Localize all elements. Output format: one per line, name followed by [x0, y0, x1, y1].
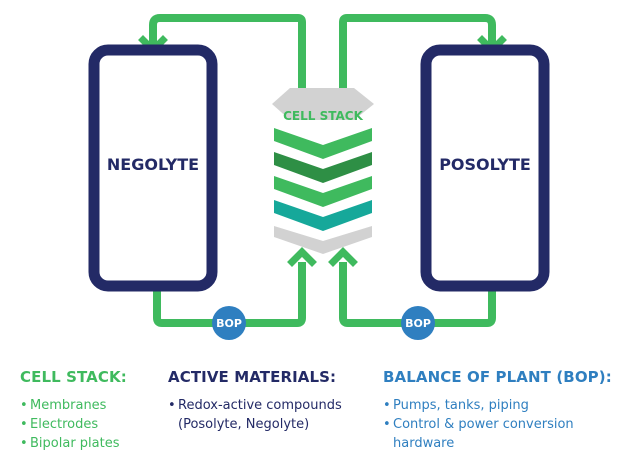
list-item: Membranes: [20, 396, 155, 415]
pipe-left-top: [149, 14, 306, 106]
list-item: Electrodes: [20, 415, 155, 434]
legend-active-materials: ACTIVE MATERIALS: Redox-active compounds…: [168, 368, 368, 434]
list-item: Control & power conversion hardware: [383, 415, 638, 453]
legend-cell-stack-title: CELL STACK:: [20, 368, 127, 386]
arrow-up-right-icon: [328, 247, 358, 267]
cell-stack: CELL STACK: [272, 88, 374, 254]
stack-layer-4: [274, 200, 372, 231]
bop-badge-left: BOP: [212, 306, 246, 340]
posolyte-tank: [420, 44, 550, 292]
legend-cell-stack-list: Membranes Electrodes Bipolar plates: [20, 396, 155, 453]
posolyte-label: POSOLYTE: [439, 155, 531, 174]
list-item: Pumps, tanks, piping: [383, 396, 638, 415]
cell-stack-label: CELL STACK: [283, 109, 363, 123]
list-item: Bipolar plates: [20, 434, 155, 453]
bop-label-right: BOP: [405, 317, 431, 330]
legend-balance-of-plant: BALANCE OF PLANT (BOP): Pumps, tanks, pi…: [383, 368, 638, 453]
legend-balance-of-plant-title: BALANCE OF PLANT (BOP):: [383, 368, 612, 386]
pipe-right-top: [339, 14, 496, 106]
stack-layer-5: [274, 226, 372, 254]
flow-battery-diagram: NEGOLYTE POSOLYTE CELL STACK BOP BOP: [88, 14, 550, 340]
legend-active-materials-title: ACTIVE MATERIALS:: [168, 368, 337, 386]
list-item: Redox-active compounds (Posolyte, Negoly…: [168, 396, 368, 434]
legend: CELL STACK: Membranes Electrodes Bipolar…: [0, 368, 640, 465]
negolyte-tank: [88, 44, 218, 292]
legend-cell-stack: CELL STACK: Membranes Electrodes Bipolar…: [20, 368, 155, 453]
bop-label-left: BOP: [216, 317, 242, 330]
negolyte-label: NEGOLYTE: [107, 155, 199, 174]
stack-top-plate: [272, 88, 374, 120]
legend-active-materials-list: Redox-active compounds (Posolyte, Negoly…: [168, 396, 368, 434]
arrow-up-left-icon: [287, 247, 317, 267]
stack-layer-2: [274, 152, 372, 183]
legend-balance-of-plant-list: Pumps, tanks, piping Control & power con…: [383, 396, 638, 453]
stack-layer-1: [274, 128, 372, 159]
stack-layer-3: [274, 176, 372, 207]
bop-badge-right: BOP: [401, 306, 435, 340]
